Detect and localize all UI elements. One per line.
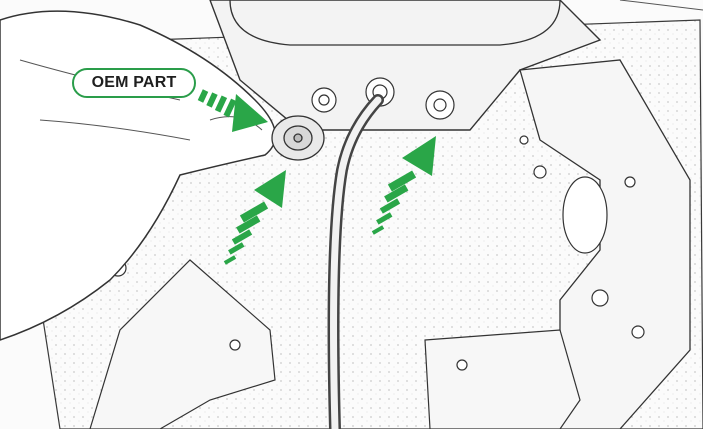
oem-part-callout: OEM PART	[72, 68, 196, 98]
lower-right-tab	[425, 330, 580, 429]
oem-fastener	[272, 116, 324, 160]
